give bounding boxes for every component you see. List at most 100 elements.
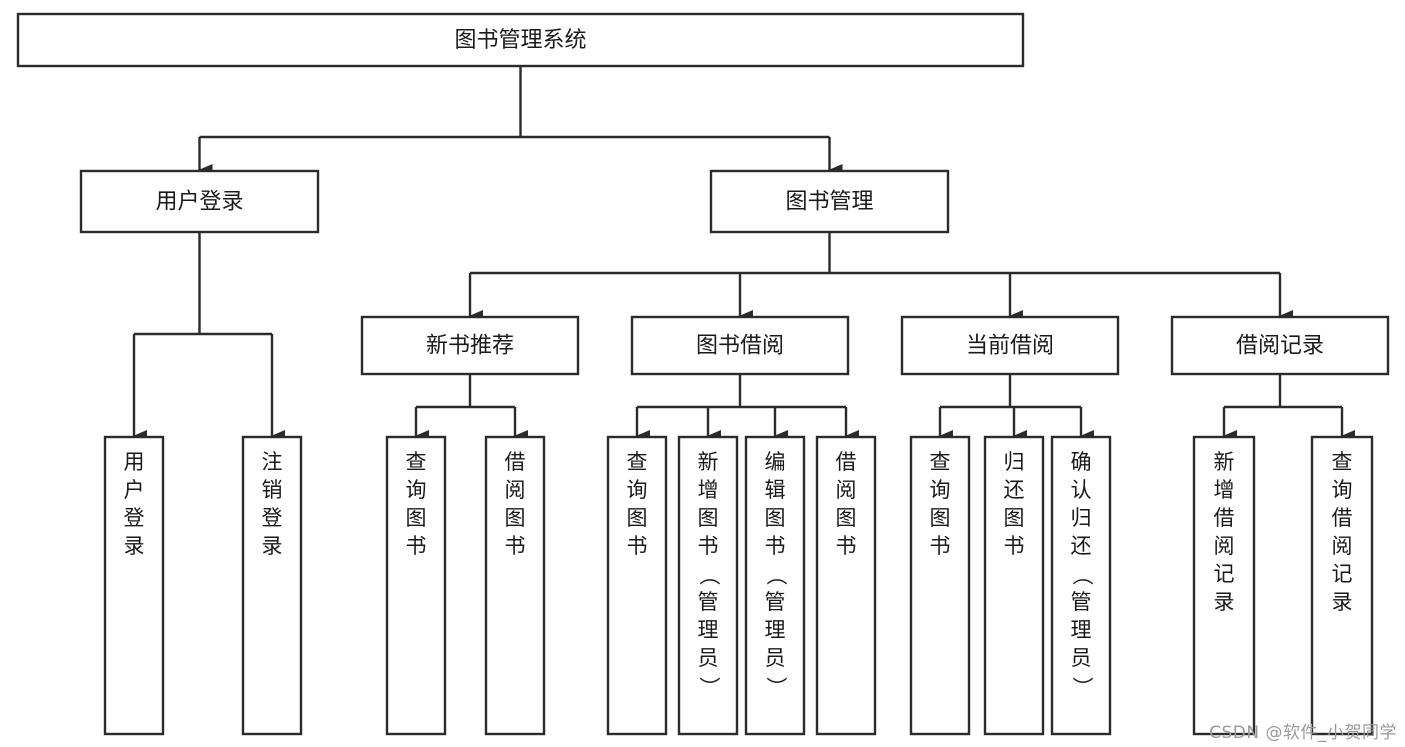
node-label-char: 借 (505, 450, 526, 474)
node-box-leaf-user-login (103, 435, 165, 736)
node-box-book-borrow (630, 315, 850, 376)
node-label-char: 录 (1332, 590, 1353, 614)
node-label-char: 新 (698, 450, 719, 474)
node-label-char: 认 (1071, 478, 1092, 502)
node-leaf-user-login[interactable]: 用户登录 (103, 435, 165, 736)
node-label-char: 借 (836, 450, 857, 474)
node-label-char: 查 (406, 450, 427, 474)
node-label-char: 理 (765, 618, 786, 642)
node-label-char: 编 (765, 450, 786, 474)
node-box-leaf-borrow-book (815, 435, 877, 736)
node-current-borrow[interactable]: 当前借阅 (900, 315, 1120, 376)
node-box-leaf-query-book-current (909, 435, 971, 736)
node-label-char: 查 (627, 450, 648, 474)
node-label-char: 员 (765, 646, 786, 670)
node-label-char: 登 (124, 506, 145, 530)
node-label-char: 记 (1214, 562, 1235, 586)
node-label-char: 还 (1071, 534, 1092, 558)
node-label-char: 书 (765, 534, 786, 558)
node-box-leaf-add-book (677, 435, 739, 736)
node-label-char: 书 (930, 534, 951, 558)
node-label-char: ） (764, 677, 788, 698)
node-label-char: 图 (698, 506, 719, 530)
node-box-leaf-return-book (983, 435, 1045, 736)
node-box-leaf-logout (241, 435, 303, 736)
connector-group-borrow-record (1222, 374, 1355, 442)
node-book-borrow[interactable]: 图书借阅 (630, 315, 850, 376)
node-label-char: 询 (627, 478, 648, 502)
node-label-char: ） (1070, 677, 1094, 698)
node-label-char: 理 (1071, 618, 1092, 642)
node-label-char: 图 (836, 506, 857, 530)
node-new-book-recommend[interactable]: 新书推荐 (360, 315, 580, 376)
node-label-char: （ (1070, 565, 1094, 586)
connector-group-current-borrow (938, 374, 1094, 442)
node-label-char: 书 (505, 534, 526, 558)
node-book-manage[interactable]: 图书管理 (709, 169, 950, 234)
node-label-char: 图 (505, 506, 526, 530)
node-box-leaf-edit-book (744, 435, 806, 736)
node-label-char: 阅 (1214, 534, 1235, 558)
node-label-char: 记 (1332, 562, 1353, 586)
node-box-current-borrow (900, 315, 1120, 376)
node-box-book-manage (709, 169, 950, 234)
node-label-char: 阅 (1332, 534, 1353, 558)
connector-group-book-manage (468, 232, 1293, 322)
node-box-leaf-query-book-borrow (606, 435, 668, 736)
connector-group-root (198, 66, 843, 176)
node-label-char: 还 (1004, 478, 1025, 502)
node-label-char: ） (697, 677, 721, 698)
node-root[interactable]: 图书管理系统 (16, 12, 1025, 68)
node-user-login[interactable]: 用户登录 (79, 169, 320, 234)
node-label-char: 书 (836, 534, 857, 558)
connectors-layer (132, 66, 1355, 442)
node-label-char: 书 (406, 534, 427, 558)
node-label-book-borrow: 图书借阅 (696, 334, 784, 359)
node-label-char: 增 (1214, 478, 1235, 502)
node-label-char: 查 (930, 450, 951, 474)
node-label-char: 销 (262, 478, 283, 502)
node-label-char: 图 (765, 506, 786, 530)
node-box-leaf-add-borrow-record (1192, 435, 1256, 736)
node-box-leaf-query-book-recommend (385, 435, 447, 736)
node-label-char: 借 (1332, 506, 1353, 530)
node-box-leaf-borrow-book-recommend (484, 435, 546, 736)
node-label-char: 归 (1004, 450, 1025, 474)
node-label-char: 借 (1214, 506, 1235, 530)
node-box-new-book-recommend (360, 315, 580, 376)
node-box-user-login (79, 169, 320, 234)
node-box-borrow-record (1170, 315, 1390, 376)
node-label-char: （ (764, 565, 788, 586)
node-label-char: 书 (1004, 534, 1025, 558)
node-label-char: 询 (1332, 478, 1353, 502)
node-label-char: 员 (1071, 646, 1092, 670)
node-label-char: 录 (1214, 590, 1235, 614)
node-label-borrow-record: 借阅记录 (1236, 334, 1324, 359)
node-label-char: 员 (698, 646, 719, 670)
node-label-char: （ (697, 565, 721, 586)
connector-group-new-book-recommend (414, 374, 528, 442)
node-label-char: 理 (698, 618, 719, 642)
node-label-char: 询 (930, 478, 951, 502)
node-label-char: 新 (1214, 450, 1235, 474)
node-label-char: 注 (262, 450, 283, 474)
node-label-book-manage: 图书管理 (785, 190, 873, 215)
node-label-new-book-recommend: 新书推荐 (426, 334, 514, 359)
node-box-leaf-confirm-return (1050, 435, 1112, 736)
node-borrow-record[interactable]: 借阅记录 (1170, 315, 1390, 376)
node-label-char: 管 (1071, 590, 1092, 614)
node-label-char: 辑 (765, 478, 786, 502)
